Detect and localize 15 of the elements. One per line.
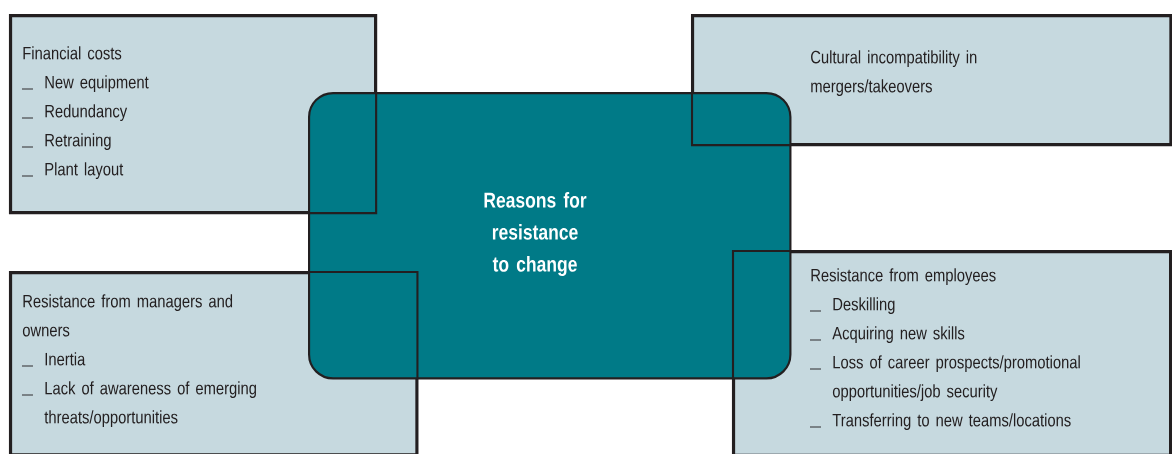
list-item: Transferring to new teams/locations <box>809 413 1071 431</box>
list-item: Plant layout <box>21 162 124 180</box>
list-item: New equipment <box>21 75 149 93</box>
list-item: Inertia <box>21 352 86 367</box>
list-item: Retraining <box>21 133 111 151</box>
list-item: Loss of career prospects/promotional opportunities/job security <box>809 355 1080 402</box>
list-item: Lack of awareness of emerging threats/opportunities <box>21 381 256 428</box>
heading: Financial costs <box>23 46 122 60</box>
list-item: Deskilling <box>809 297 895 315</box>
heading: Cultural incompatibility in mergers/takeovers <box>811 50 977 97</box>
heading: Resistance from employees <box>811 268 996 286</box>
heading: Resistance from managers and owners <box>22 294 233 337</box>
list-item: Acquiring new skills <box>809 326 965 344</box>
central-box: Reasons for resistance to change <box>308 92 792 380</box>
list-item: Redundancy <box>21 104 128 122</box>
